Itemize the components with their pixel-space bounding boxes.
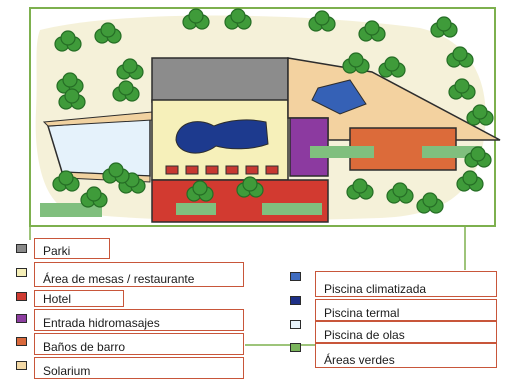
tree — [430, 16, 458, 38]
hotel-green-strip-b — [262, 203, 322, 215]
mud-baths-swatch — [16, 337, 27, 346]
legend-label: Piscina de olas — [324, 328, 405, 342]
tree — [56, 72, 84, 94]
legend-item-solarium: Solarium — [34, 357, 244, 379]
leader-lines — [29, 226, 466, 346]
tree — [464, 146, 492, 168]
legend-item-restaurant: Área de mesas / restaurante — [34, 262, 244, 287]
legend-item-mud-baths: Baños de barro — [34, 333, 244, 355]
tree — [52, 170, 80, 192]
legend-item-parking: Parki — [34, 238, 110, 259]
hotel-green-strip-a — [176, 203, 216, 215]
hotel-swatch — [16, 292, 27, 301]
legend-label: Piscina climatizada — [324, 282, 427, 296]
legend-label: Hotel — [43, 292, 72, 306]
tree — [182, 8, 210, 30]
parking-swatch — [16, 244, 27, 253]
hydromassage-swatch — [16, 314, 27, 323]
legend-label: Entrada hidromasajes — [43, 316, 160, 330]
trees-group — [52, 8, 494, 214]
restaurant-swatch — [16, 268, 27, 277]
parking-area — [151, 57, 289, 103]
tree — [378, 56, 406, 78]
tree — [446, 46, 474, 68]
legend-label: Baños de barro — [43, 340, 126, 354]
legend-label: Solarium — [43, 364, 91, 378]
tree — [386, 182, 414, 204]
heated-pool-swatch — [290, 272, 301, 281]
legend-label: Área de mesas / restaurante — [43, 272, 195, 286]
legend-item-hotel: Hotel — [34, 290, 124, 307]
tree — [308, 10, 336, 32]
tree — [236, 176, 264, 198]
legend-item-heated-pool: Piscina climatizada — [315, 271, 497, 297]
green-areas-swatch — [290, 343, 301, 352]
tree — [116, 58, 144, 80]
tree — [94, 22, 122, 44]
tree — [102, 162, 130, 184]
mud-baths-green-a — [310, 146, 374, 158]
legend-item-thermal-pool: Piscina termal — [315, 299, 497, 321]
tree — [466, 104, 494, 126]
tree — [54, 30, 82, 52]
tree — [456, 170, 484, 192]
legend-item-green-areas: Áreas verdes — [315, 343, 497, 368]
tree — [342, 52, 370, 74]
solarium-swatch — [16, 361, 27, 370]
thermal-pool-swatch — [290, 296, 301, 305]
thermal-pool — [311, 79, 367, 115]
tree — [224, 8, 252, 30]
tree — [58, 88, 86, 110]
legend-label: Parki — [43, 244, 71, 258]
heated-pool — [175, 119, 269, 154]
tree — [80, 186, 108, 208]
legend-item-wave-pool: Piscina de olas — [315, 321, 497, 343]
cabins-row — [165, 165, 279, 175]
tree — [112, 80, 140, 102]
legend-item-hydromassage: Entrada hidromasajes — [34, 309, 244, 331]
wave-pool-swatch — [290, 320, 301, 329]
tree — [416, 192, 444, 214]
wave-pool — [47, 117, 151, 177]
tree — [448, 78, 476, 100]
legend-label: Áreas verdes — [324, 353, 395, 367]
tree — [358, 20, 386, 42]
legend-label: Piscina termal — [324, 306, 400, 320]
tree — [346, 178, 374, 200]
tree — [186, 180, 214, 202]
